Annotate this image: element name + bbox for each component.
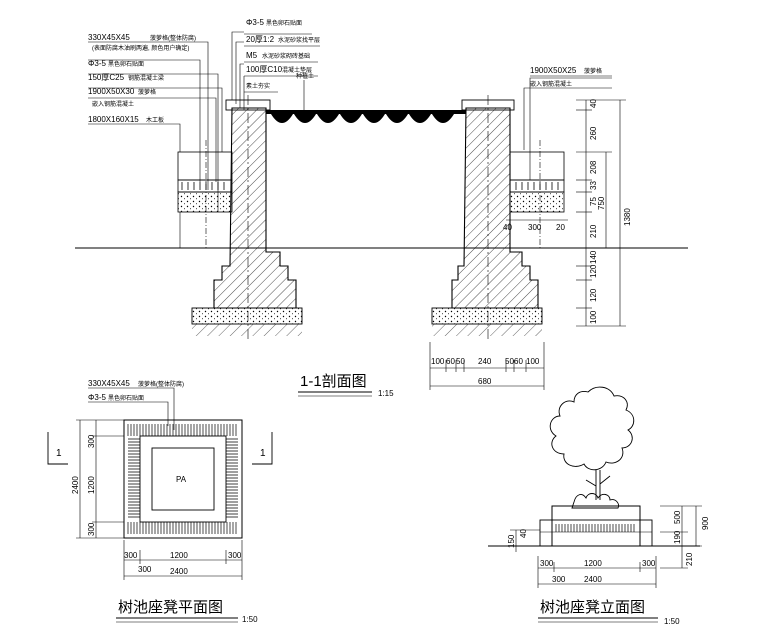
elev-dim-left-0: 150 xyxy=(507,534,516,548)
plan-dim-bottom-1: 1200 xyxy=(170,551,188,560)
callout-center-1-text: 20厚1:2 xyxy=(246,35,275,44)
plan-section-mark-left: 1 xyxy=(56,448,62,459)
elev-dim-bottom-1: 1200 xyxy=(584,559,602,568)
dim-seat-2: 20 xyxy=(556,223,565,232)
dim-right-total-750: 750 xyxy=(597,196,606,210)
callout-center-0-text: Φ3-5 xyxy=(246,18,264,27)
right-dimension-lines xyxy=(576,99,626,327)
elev-dim-left-1: 40 xyxy=(519,529,528,538)
plan-drawing: PA 330X45X45 菠萝格(整体防腐) Φ3-5 黑色卵石贴面 1 1 3… xyxy=(47,379,273,624)
elev-dim-right-0: 190 xyxy=(673,530,682,544)
dim-right-0: 40 xyxy=(589,99,598,108)
elev-dim-bottom-total: 2400 xyxy=(584,575,602,584)
elev-dim-bottom-0: 300 xyxy=(540,559,554,568)
callout-right-1-note: 嵌入钢筋混凝土 xyxy=(530,80,572,88)
callout-left-2-note: 黑色卵石贴面 xyxy=(108,60,144,68)
dim-seat-1: 300 xyxy=(528,223,542,232)
dim-bottom-3: 240 xyxy=(478,357,492,366)
callout-left-5-note: 嵌入钢筋混凝土 xyxy=(92,100,134,108)
callout-left-6-note: 木工板 xyxy=(146,116,164,124)
callout-center-2-text: M5 xyxy=(246,51,258,60)
section-scale: 1:15 xyxy=(378,389,394,398)
callout-center-1-note: 水泥砂浆找平层 xyxy=(278,36,320,44)
plan-title: 树池座凳平面图 xyxy=(118,599,223,616)
plan-dim-bottom-total: 2400 xyxy=(170,567,188,576)
callout-left-2-text: Φ3-5 xyxy=(88,59,106,68)
callout-left-6-text: 1800X160X15 xyxy=(88,115,139,124)
dim-bottom-5: 60 xyxy=(514,357,523,366)
dim-right-8: 120 xyxy=(589,288,598,302)
dim-right-7: 120 xyxy=(589,264,598,278)
callout-center-3-text: 100厚C10 xyxy=(246,65,283,74)
dim-bottom-total: 680 xyxy=(478,377,492,386)
dim-right-2: 208 xyxy=(589,160,598,174)
section-drawing: 330X45X45 菠萝格(整体防腐) (表面防腐木油刷两遍, 颜色用户确定) … xyxy=(75,18,688,398)
dim-bottom-1: 60 xyxy=(446,357,455,366)
plan-dim-bottom-0: 300 xyxy=(124,551,138,560)
dim-bottom-4: 50 xyxy=(505,357,514,366)
callout-left-3-note: 钢筋混凝土梁 xyxy=(128,74,164,82)
plan-center-label: PA xyxy=(176,475,187,484)
callout-right-0-text: 1900X50X25 xyxy=(530,66,577,75)
left-leaders xyxy=(88,41,223,212)
elevation-scale: 1:50 xyxy=(664,617,680,626)
elev-dim-right-2: 900 xyxy=(701,516,710,530)
tree-crown xyxy=(549,386,635,471)
elev-dim-bottom-inner: 300 xyxy=(552,575,566,584)
pebble-arcs xyxy=(271,114,454,123)
callout-left-0-text: 330X45X45 xyxy=(88,33,130,42)
plan-dim-bottom-inner: 300 xyxy=(138,565,152,574)
center-leaders xyxy=(231,31,305,110)
plan-dim-bottom-2: 300 xyxy=(228,551,242,560)
dim-right-5: 210 xyxy=(589,224,598,238)
plan-dim-left-1: 1200 xyxy=(87,476,96,494)
dim-right-3: 33 xyxy=(589,181,598,190)
dim-right-4: 75 xyxy=(589,197,598,206)
callout-left-4-note: 菠萝格 xyxy=(138,88,156,96)
dim-seat-0: 40 xyxy=(503,223,512,232)
dim-bottom-2: 50 xyxy=(456,357,465,366)
dim-bottom-0: 100 xyxy=(431,357,445,366)
callout-left-1-note: (表面防腐木油刷两遍, 颜色用户确定) xyxy=(92,44,189,52)
dim-right-6: 140 xyxy=(589,250,598,264)
plan-dim-left-2: 300 xyxy=(87,522,96,536)
elev-dim-right-1: 500 xyxy=(673,510,682,524)
callout-left-0-note: 菠萝格(整体防腐) xyxy=(150,34,196,42)
elevation-drawing: 150 40 190 500 900 210 300 1200 300 300 … xyxy=(488,386,710,626)
dim-bottom-6: 100 xyxy=(526,357,540,366)
plan-slats xyxy=(127,424,238,534)
callout-center-3-note: 混凝土垫层 xyxy=(282,66,312,74)
callout-center-4-note: 素土夯实 xyxy=(246,82,270,90)
callout-center-0-note: 黑色卵石贴面 xyxy=(266,19,302,27)
callout-left-4-text: 1900X50X30 xyxy=(88,87,135,96)
plan-callout-0-text: 330X45X45 xyxy=(88,379,130,388)
plan-callout-1-note: 黑色卵石贴面 xyxy=(108,394,144,402)
plan-callout-1-text: Φ3-5 xyxy=(88,393,106,402)
plan-scale: 1:50 xyxy=(242,615,258,624)
planting-soil-label: 种植土 xyxy=(296,72,314,80)
plan-dim-left-total: 2400 xyxy=(71,476,80,494)
callout-center-2-note: 水泥砂浆砌砖基础 xyxy=(262,52,310,60)
plan-section-mark-right: 1 xyxy=(260,448,266,459)
bottom-dimension-lines xyxy=(429,342,545,390)
section-title: 1-1剖面图 xyxy=(300,373,367,390)
dim-right-total-1380: 1380 xyxy=(623,208,632,226)
callout-right-0-note: 菠萝格 xyxy=(584,67,602,75)
plan-callout-0-note: 菠萝格(整体防腐) xyxy=(138,380,184,388)
dim-right-9: 100 xyxy=(589,310,598,324)
elevation-title: 树池座凳立面图 xyxy=(540,599,645,616)
dim-right-1: 260 xyxy=(589,126,598,140)
elev-dim-right-3: 210 xyxy=(685,552,694,566)
elev-dim-bottom-2: 300 xyxy=(642,559,656,568)
callout-left-3-text: 150厚C25 xyxy=(88,73,125,82)
plan-dim-left-0: 300 xyxy=(87,434,96,448)
